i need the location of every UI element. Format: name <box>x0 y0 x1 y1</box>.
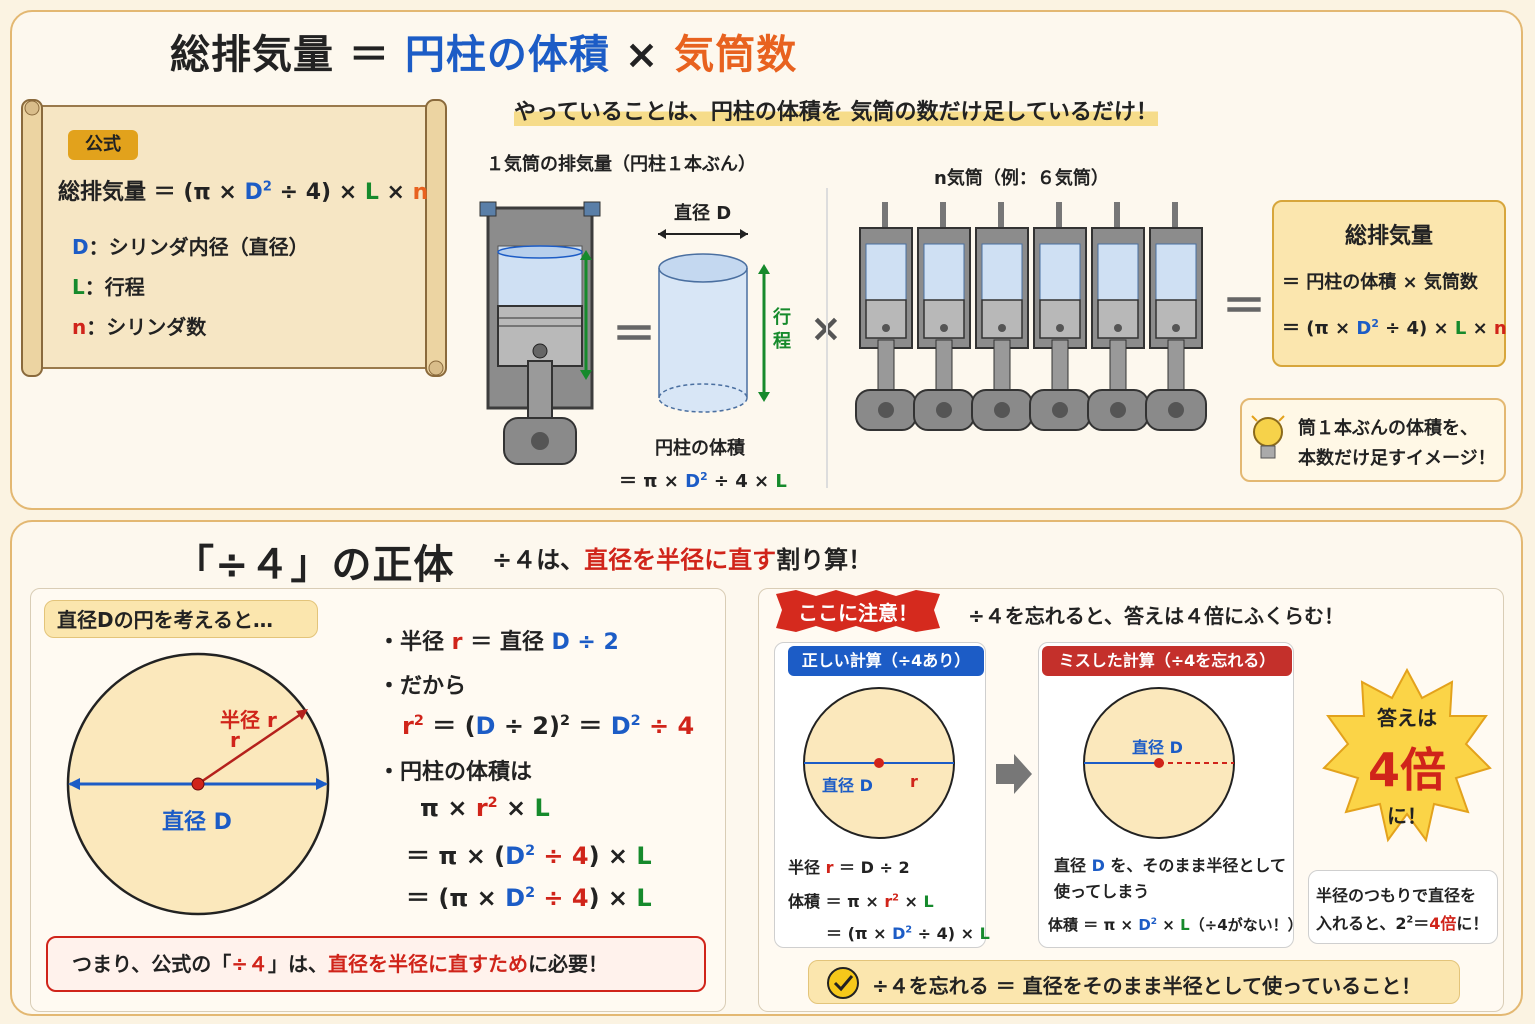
volume-step3: ＝ (π × D2 ÷ 4) × L <box>406 884 652 912</box>
stroke-label: 行程 <box>773 307 791 352</box>
burst-line2: 4倍 <box>1367 743 1446 797</box>
volume-step1: π × r2 × L <box>420 794 550 822</box>
single-cylinder-illustration <box>479 201 601 465</box>
warning-label: ここに注意！ <box>798 601 918 625</box>
warning-burst <box>776 590 940 632</box>
wrong-line3: 体積 ＝ π × D2 × L（÷4がない！） <box>1048 916 1303 934</box>
legend-d: D：シリンダ内径（直径） <box>72 235 309 259</box>
cylinder-volume-illustration <box>658 229 770 413</box>
correct-line1: 半径 r ＝ D ÷ 2 <box>788 858 910 877</box>
correct-line3: ＝ (π × D2 ÷ 4) × L <box>826 924 990 943</box>
equals-icon: ＝ <box>612 309 656 360</box>
answer-burst <box>1322 668 1492 843</box>
checkmark-icon <box>827 967 859 999</box>
multiply-icon: × <box>810 306 842 350</box>
arrow-right-icon <box>996 754 1032 794</box>
tip-line1: 筒１本ぶんの体積を、 <box>1298 418 1478 439</box>
footer-text: ÷４を忘れる ＝ 直径をそのまま半径として使っていること！ <box>872 974 1422 998</box>
n-cylinder-label: n気筒（例：６気筒） <box>934 168 1109 189</box>
tip-line2: 本数だけ足すイメージ！ <box>1298 448 1496 469</box>
correct-line2: 体積 ＝ π × r2 × L <box>788 892 934 911</box>
radius-r-label: r <box>230 728 240 752</box>
bullet-r-squared: r2 ＝ (D ÷ 2)2 ＝ D2 ÷ 4 <box>402 712 695 740</box>
note-line2: 入れると、22＝4倍に！ <box>1316 914 1489 933</box>
note-box <box>1308 870 1498 944</box>
bullet-radius: ・半径 r ＝ 直径 D ÷ 2 <box>378 630 619 655</box>
wrong-circle-diagram <box>1083 687 1235 839</box>
warning-headline: ÷４を忘れると、答えは４倍にふくらむ！ <box>968 604 1344 628</box>
lightbulb-icon <box>1251 415 1285 459</box>
wrong-calc-tag: ミスした計算（÷4を忘れる） <box>1042 646 1292 676</box>
cylinder-volume-formula: ＝ π × D2 ÷ 4 × L <box>619 470 787 492</box>
conclusion-box: つまり、公式の「÷４」は、直径を半径に直すために必要！ <box>46 936 706 992</box>
formula-line: 総排気量 ＝ (π × D2 ÷ 4) × L × n <box>58 179 429 205</box>
volume-step2: ＝ π × (D2 ÷ 4) × L <box>406 842 652 870</box>
formula-tag: 公式 <box>68 130 138 160</box>
burst-line1: 答えは <box>1377 706 1437 730</box>
cylinder-volume-label: 円柱の体積 <box>655 438 745 459</box>
diameter-circle-diagram <box>66 652 330 916</box>
correct-diameter-label: 直径 D <box>822 776 873 795</box>
wrong-line1: 直径 D を、そのまま半径として <box>1054 856 1286 875</box>
six-cylinder-illustration <box>855 201 1207 431</box>
wrong-line2: 使ってしまう <box>1054 882 1150 901</box>
total-box-title: 総排気量 <box>1344 224 1433 249</box>
equals-icon-total: ＝ <box>1222 281 1266 332</box>
total-box-line1: ＝ 円柱の体積 × 気筒数 <box>1282 272 1478 293</box>
burst-line3: に！ <box>1387 804 1427 828</box>
diameter-label-top: 直径 D <box>674 203 732 224</box>
tip-box <box>1240 398 1506 482</box>
diameter-label-circle: 直径 D <box>162 810 232 835</box>
wrong-diameter-label: 直径 D <box>1132 738 1183 757</box>
bottom-title: 「÷４」の正体 <box>174 542 455 588</box>
divider-line <box>826 188 828 488</box>
main-title: 総排気量 ＝ 円柱の体積 × 気筒数 <box>170 32 798 78</box>
radius-label: 半径 r <box>220 708 277 732</box>
total-displacement-box <box>1272 200 1506 367</box>
one-cylinder-label: １気筒の排気量（円柱１本ぶん） <box>486 154 756 175</box>
top-subtitle: やっていることは、円柱の体積を 気筒の数だけ足しているだけ！ <box>514 94 1158 126</box>
correct-circle-diagram <box>803 687 955 839</box>
total-box-line2: ＝ (π × D2 ÷ 4) × L × n <box>1282 317 1507 339</box>
bullet-therefore: ・だから <box>378 674 467 699</box>
bottom-subtitle: ÷４は、直径を半径に直す割り算！ <box>492 546 873 574</box>
circle-tag: 直径Dの円を考えると… <box>44 600 318 638</box>
note-line1: 半径のつもりで直径を <box>1316 886 1477 905</box>
correct-r-label: r <box>910 772 918 791</box>
footer-box <box>808 960 1460 1004</box>
legend-n: n：シリンダ数 <box>72 315 207 339</box>
correct-calc-tag: 正しい計算（÷4あり） <box>788 646 984 676</box>
bullet-volume: ・円柱の体積は <box>378 760 533 785</box>
legend-l: L：行程 <box>72 275 145 299</box>
